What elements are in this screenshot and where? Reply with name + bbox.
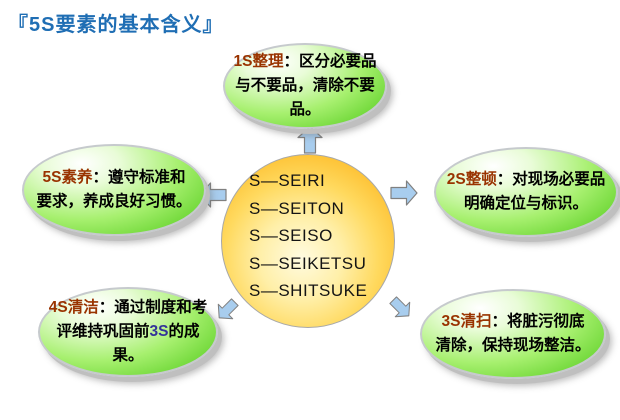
bubble-3s-text: 3S清扫：将脏污彻底清除，保持现场整洁。 <box>434 310 592 358</box>
diagram-title: 『5S要素的基本含义』 <box>8 14 224 36</box>
bubble-2s-body: ：对现场必要品明确定位与标识。 <box>463 171 606 212</box>
bubble-4s-highlight-3s: 3S <box>149 323 169 340</box>
block-arrow-up-icon <box>297 126 323 154</box>
circle-line-seiton: S—SEITON <box>249 198 345 218</box>
bubble-2s-text: 2S整顿：对现场必要品明确定位与标识。 <box>446 168 606 216</box>
bubble-3s-body: ：将脏污彻底清除，保持现场整洁。 <box>435 313 591 354</box>
bubble-2s-label: 2S整顿 <box>446 171 497 188</box>
bubble-5s-label: 5S素养 <box>42 169 93 186</box>
bubble-1s-text: 1S整理：区分必要品与不要品，清除不要品。 <box>230 50 380 122</box>
bubble-3s-label: 3S清扫 <box>441 313 492 330</box>
bubble-4s-body-pre: ：通过制度和考评维持巩固前 <box>56 299 208 340</box>
bubble-4s-text: 4S清洁：通过制度和考评维持巩固前3S的成果。 <box>47 296 209 368</box>
circle-line-seiri: S—SEIRI <box>249 171 326 190</box>
bubble-1s-label: 1S整理 <box>233 53 284 70</box>
bubble-5s-text: 5S素养：遵守标准和要求，养成良好习惯。 <box>36 166 192 214</box>
block-arrow-left-icon <box>199 182 227 208</box>
circle-line-shitsuke: S—SHITSUKE <box>249 281 368 300</box>
circle-line-seiso: S—SEISO <box>249 226 333 245</box>
bubble-4s-body-post: 的成果。 <box>112 323 200 364</box>
bubble-3s-seiso: 3S清扫：将脏污彻底清除，保持现场整洁。 <box>420 289 606 379</box>
block-arrow-down-left-icon <box>211 294 243 326</box>
bubble-5s-body: ：遵守标准和要求，养成良好习惯。 <box>36 169 192 210</box>
bubble-4s-label: 4S清洁 <box>48 299 99 316</box>
bubble-2s-seiton: 2S整顿：对现场必要品明确定位与标识。 <box>434 147 618 237</box>
block-arrow-right-icon <box>390 180 418 206</box>
block-arrow-down-right-icon <box>385 292 417 324</box>
bubble-1s-seiri: 1S整理：区分必要品与不要品，清除不要品。 <box>223 43 387 129</box>
center-circle <box>221 154 395 328</box>
bubble-4s-seiketsu: 4S清洁：通过制度和考评维持巩固前3S的成果。 <box>38 287 218 377</box>
center-circle-text: S—SEIRI S—SEITON S—SEISO S—SEIKETSU S—SH… <box>249 167 367 305</box>
circle-line-seiketsu: S—SEIKETSU <box>249 253 367 273</box>
bubble-1s-body: ：区分必要品与不要品，清除不要品。 <box>235 53 377 118</box>
bubble-5s-shitsuke: 5S素养：遵守标准和要求，养成良好习惯。 <box>22 144 206 236</box>
